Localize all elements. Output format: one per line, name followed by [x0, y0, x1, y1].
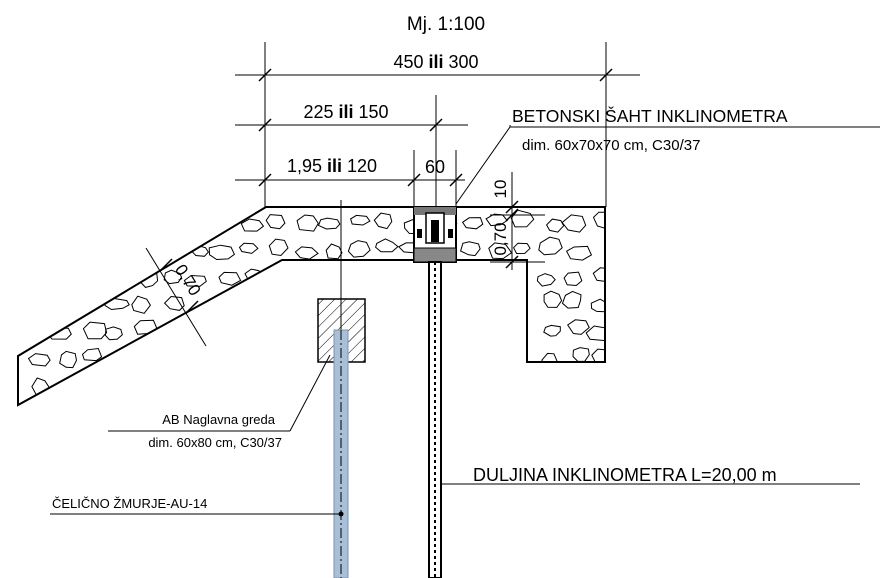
rock-stone [325, 243, 343, 260]
dim-left-label: 1,95 ili 120 [287, 156, 377, 176]
rock-stone [208, 244, 236, 261]
rock-stone [238, 242, 259, 254]
rock-stone [347, 240, 371, 258]
rock-stone [592, 211, 605, 230]
dim-shaft-top-label: 10 [491, 180, 510, 199]
rock-stone [373, 212, 393, 230]
rock-stone [317, 217, 341, 230]
rock-stone [163, 295, 185, 311]
rock-stone [268, 238, 289, 257]
rock-stone [163, 269, 183, 285]
dim-middle-label: 225 ili 150 [303, 102, 388, 122]
rock-stone [590, 298, 605, 313]
rock-stone [240, 218, 265, 232]
rock-stone [81, 347, 103, 362]
dim-slope-thickness-label: 0,70 [171, 261, 205, 299]
rock-fill-embankment [17, 206, 606, 407]
rock-stone [294, 246, 319, 260]
shaft-title-label: BETONSKI ŠAHT INKLINOMETRA [512, 105, 788, 126]
dim-shaft-width-label: 60 [425, 157, 445, 177]
rock-stone [485, 213, 508, 227]
rock-stone [538, 236, 563, 256]
rock-stone [31, 377, 51, 398]
dimension-lines [145, 42, 640, 347]
rock-stone [585, 325, 605, 342]
rock-stone [59, 350, 78, 369]
rock-stone [82, 321, 108, 340]
rock-stone [459, 241, 481, 257]
rock-stone [561, 214, 587, 233]
rock-stone [265, 214, 286, 230]
rock-stone [510, 209, 535, 228]
shaft-dims-label: dim. 60x70x70 cm, C30/37 [522, 137, 700, 154]
leader-lines [50, 125, 880, 515]
rock-stone [375, 238, 399, 253]
rock-stone [488, 242, 513, 260]
rock-stone [565, 245, 593, 261]
scale-label: Mj. 1:100 [407, 14, 485, 35]
rock-stone [104, 326, 123, 341]
rock-stone [183, 274, 207, 287]
rock-stone [296, 214, 319, 232]
inclinometer-length-label: DULJINA INKLINOMETRA L=20,00 m [473, 465, 777, 485]
rock-stone [543, 324, 561, 337]
beam-dims-label: dim. 60x80 cm, C30/37 [148, 435, 282, 450]
anchor-label: ČELIČNO ŽMURJE-AU-14 [52, 496, 207, 511]
rock-stone [536, 273, 556, 287]
rock-stone [592, 267, 605, 283]
rock-stone [567, 319, 590, 335]
rock-stone [563, 271, 583, 287]
dim-total-label: 450 ili 300 [393, 52, 478, 72]
dim-shaft-depth-label: 0,70 [491, 222, 510, 255]
beam-title-label: AB Naglavna greda [162, 412, 276, 427]
rock-stone [561, 290, 582, 309]
rock-stone [545, 218, 565, 233]
rock-stone [512, 242, 531, 255]
inclinometer-casing [428, 261, 442, 578]
rock-stone [543, 290, 563, 308]
rock-stone [350, 214, 371, 226]
rock-stone [591, 348, 605, 365]
rock-stone [133, 319, 158, 335]
rock-stone [572, 347, 590, 362]
rock-stone [218, 271, 242, 286]
steel-anchor [333, 200, 349, 578]
rock-stone [461, 217, 484, 230]
rock-stone [131, 295, 152, 314]
rock-stone [27, 353, 51, 367]
rock-stone [104, 297, 130, 311]
inclinometer-shaft [413, 206, 457, 263]
